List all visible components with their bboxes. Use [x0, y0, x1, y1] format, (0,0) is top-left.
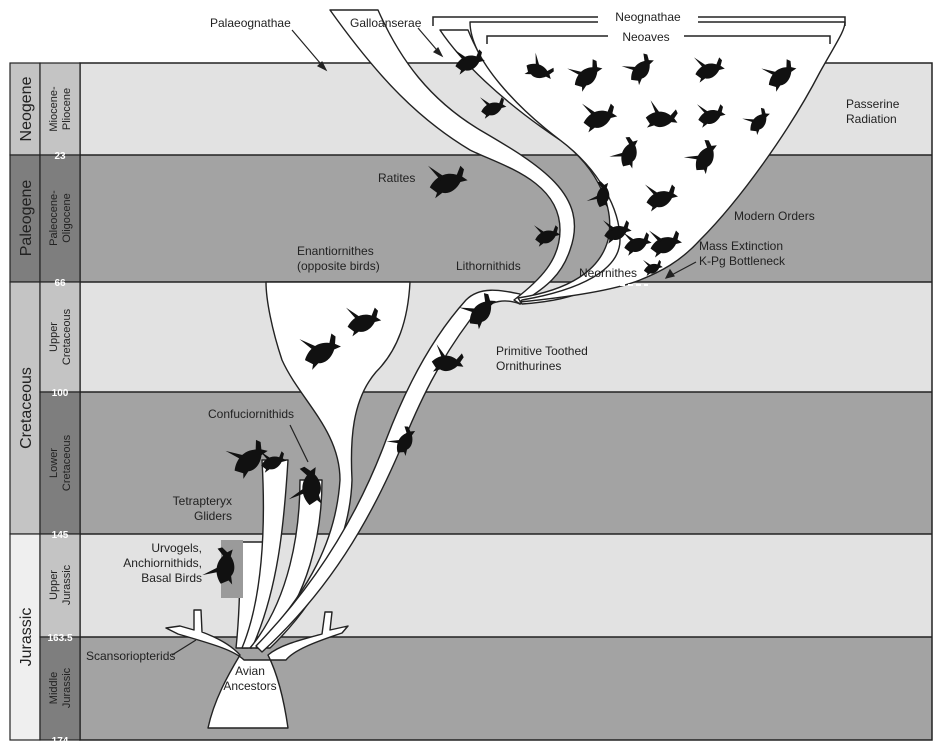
- labels: Palaeognathae Galloanserae Neognathae Ne…: [86, 10, 900, 693]
- epoch-upper-cretaceous-line1: Upper: [48, 322, 60, 352]
- epoch-miocene-line1: Miocene-: [48, 86, 60, 132]
- label-ratites: Ratites: [378, 171, 415, 185]
- band-middle-jurassic: [80, 637, 932, 740]
- epoch-paleocene-line1: Paleocene-: [48, 190, 60, 246]
- band-paleocene: [80, 155, 932, 282]
- period-neogene-cell: [9, 62, 41, 156]
- age-163: 163.5: [47, 633, 72, 644]
- palaeognathae-branch: [329, 9, 576, 305]
- label-palaeognathae: Palaeognathae: [210, 16, 291, 30]
- label-avian-ancestors-line1: Avian: [235, 664, 265, 678]
- label-mass-extinction-line2: K-Pg Bottleneck: [699, 254, 786, 268]
- label-confuciornithids: Confuciornithids: [208, 407, 294, 421]
- label-urvogels-line3: Basal Birds: [141, 571, 202, 585]
- period-jurassic: Jurassic: [18, 608, 35, 667]
- label-avian-ancestors-line2: Ancestors: [223, 679, 276, 693]
- epoch-middle-jurassic-line1: Middle: [48, 672, 60, 704]
- pointer-lines: [171, 27, 697, 656]
- epoch-paleocene-line2: Oligocene: [61, 193, 73, 243]
- period-paleogene: Paleogene: [18, 180, 35, 257]
- phylogeny-tree: [165, 9, 846, 729]
- age-66: 66: [54, 278, 66, 289]
- age-23: 23: [54, 151, 66, 162]
- label-tetrapteryx-line1: Tetrapteryx: [173, 494, 232, 508]
- epoch-column: Miocene- Pliocene Paleocene- Oligocene U…: [39, 62, 81, 747]
- period-paleogene-cell: [9, 154, 41, 283]
- epoch-lower-cretaceous-line2: Cretaceous: [61, 434, 73, 491]
- epoch-middle-jurassic-line2: Jurassic: [61, 667, 73, 708]
- label-primitive-line1: Primitive Toothed: [496, 344, 588, 358]
- epoch-upper-cretaceous-line2: Cretaceous: [61, 308, 73, 365]
- label-neornithes: Neornithes: [579, 266, 637, 280]
- label-tetrapteryx-line2: Gliders: [194, 509, 232, 523]
- age-145: 145: [52, 530, 69, 541]
- band-upper-jurassic: [80, 534, 932, 637]
- label-scansoriopterids: Scansoriopterids: [86, 649, 175, 663]
- label-galloanserae: Galloanserae: [350, 16, 422, 30]
- label-urvogels-line2: Anchiornithids,: [123, 556, 202, 570]
- label-neognathae: Neognathae: [615, 10, 681, 24]
- epoch-upper-jurassic-line1: Upper: [48, 570, 60, 600]
- epoch-lower-cretaceous-line1: Lower: [48, 448, 60, 478]
- label-lithornithids: Lithornithids: [456, 259, 521, 273]
- epoch-upper-jurassic-line2: Jurassic: [61, 564, 73, 605]
- ornithurine-branch: [255, 289, 521, 653]
- age-100: 100: [52, 388, 69, 399]
- period-column: Neogene Paleogene Cretaceous Jurassic: [9, 62, 41, 741]
- enantiornithes-branch: [255, 281, 411, 649]
- epoch-miocene-line2: Pliocene: [61, 88, 73, 130]
- age-174: 174: [52, 736, 69, 747]
- label-passerine-line2: Radiation: [846, 112, 897, 126]
- label-passerine-line1: Passerine: [846, 97, 900, 111]
- label-modern-orders: Modern Orders: [734, 209, 815, 223]
- period-cretaceous: Cretaceous: [18, 367, 35, 449]
- label-neoaves: Neoaves: [622, 30, 669, 44]
- band-lower-cretaceous: [80, 392, 932, 534]
- label-enantiornithes-line2: (opposite birds): [297, 259, 380, 273]
- label-primitive-line2: Ornithurines: [496, 359, 561, 373]
- label-mass-extinction-line1: Mass Extinction: [699, 239, 783, 253]
- avian-ancestors-base: [165, 609, 349, 729]
- tetrapteryx-branch: [241, 459, 289, 649]
- label-urvogels-line1: Urvogels,: [151, 541, 202, 555]
- period-neogene: Neogene: [18, 76, 35, 141]
- label-enantiornithes-line1: Enantiornithes: [297, 244, 374, 258]
